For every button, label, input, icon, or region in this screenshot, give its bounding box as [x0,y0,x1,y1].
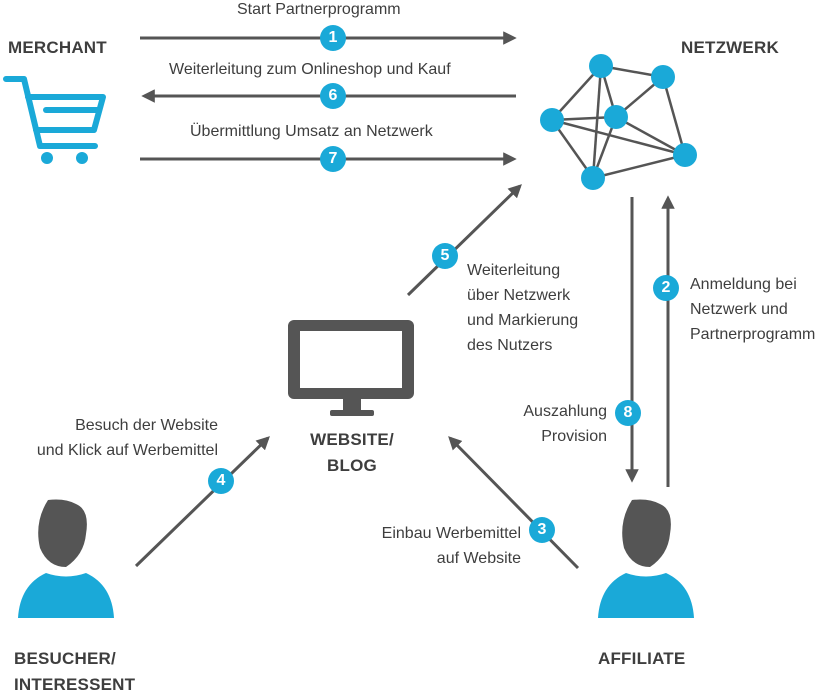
step-3-label: Einbau Werbemittel auf Website [381,525,521,567]
step-2-badge: 2 [653,275,679,301]
step-1-badge: 1 [320,25,346,51]
step-4-label: Besuch der Website und Klick auf Werbemi… [36,417,218,459]
step-2-label: Anmeldung bei Netzwerk und Partnerprogra… [690,276,816,343]
network-graph-icon [540,54,697,190]
step-8-label: Auszahlung Provision [523,403,607,445]
step-6-label: Weiterleitung zum Onlineshop und Kauf [169,61,451,78]
besucher-title: BESUCHER/ INTERESSENT [14,649,136,694]
affiliate-title: AFFILIATE [598,649,686,668]
website-title: WEBSITE/ BLOG [310,430,394,475]
step-5-label: Weiterleitung über Netzwerk und Markieru… [467,262,579,354]
step-1-label: Start Partnerprogramm [237,1,401,18]
step-7-label: Übermittlung Umsatz an Netzwerk [190,123,433,140]
step-8-badge: 8 [615,400,641,426]
person-icon [18,499,114,618]
step-5-badge: 5 [432,243,458,269]
merchant-title: MERCHANT [8,38,107,57]
step-7-badge: 7 [320,146,346,172]
arrow-step-5 [406,184,522,297]
step-6-badge: 6 [320,83,346,109]
shopping-cart-icon [3,76,106,164]
arrow-step-3 [448,436,580,570]
person-icon [598,499,694,618]
step-4-badge: 4 [208,468,234,494]
netzwerk-title: NETZWERK [681,38,779,57]
arrow-step-4 [134,436,270,568]
monitor-icon [288,320,414,416]
step-3-badge: 3 [529,517,555,543]
